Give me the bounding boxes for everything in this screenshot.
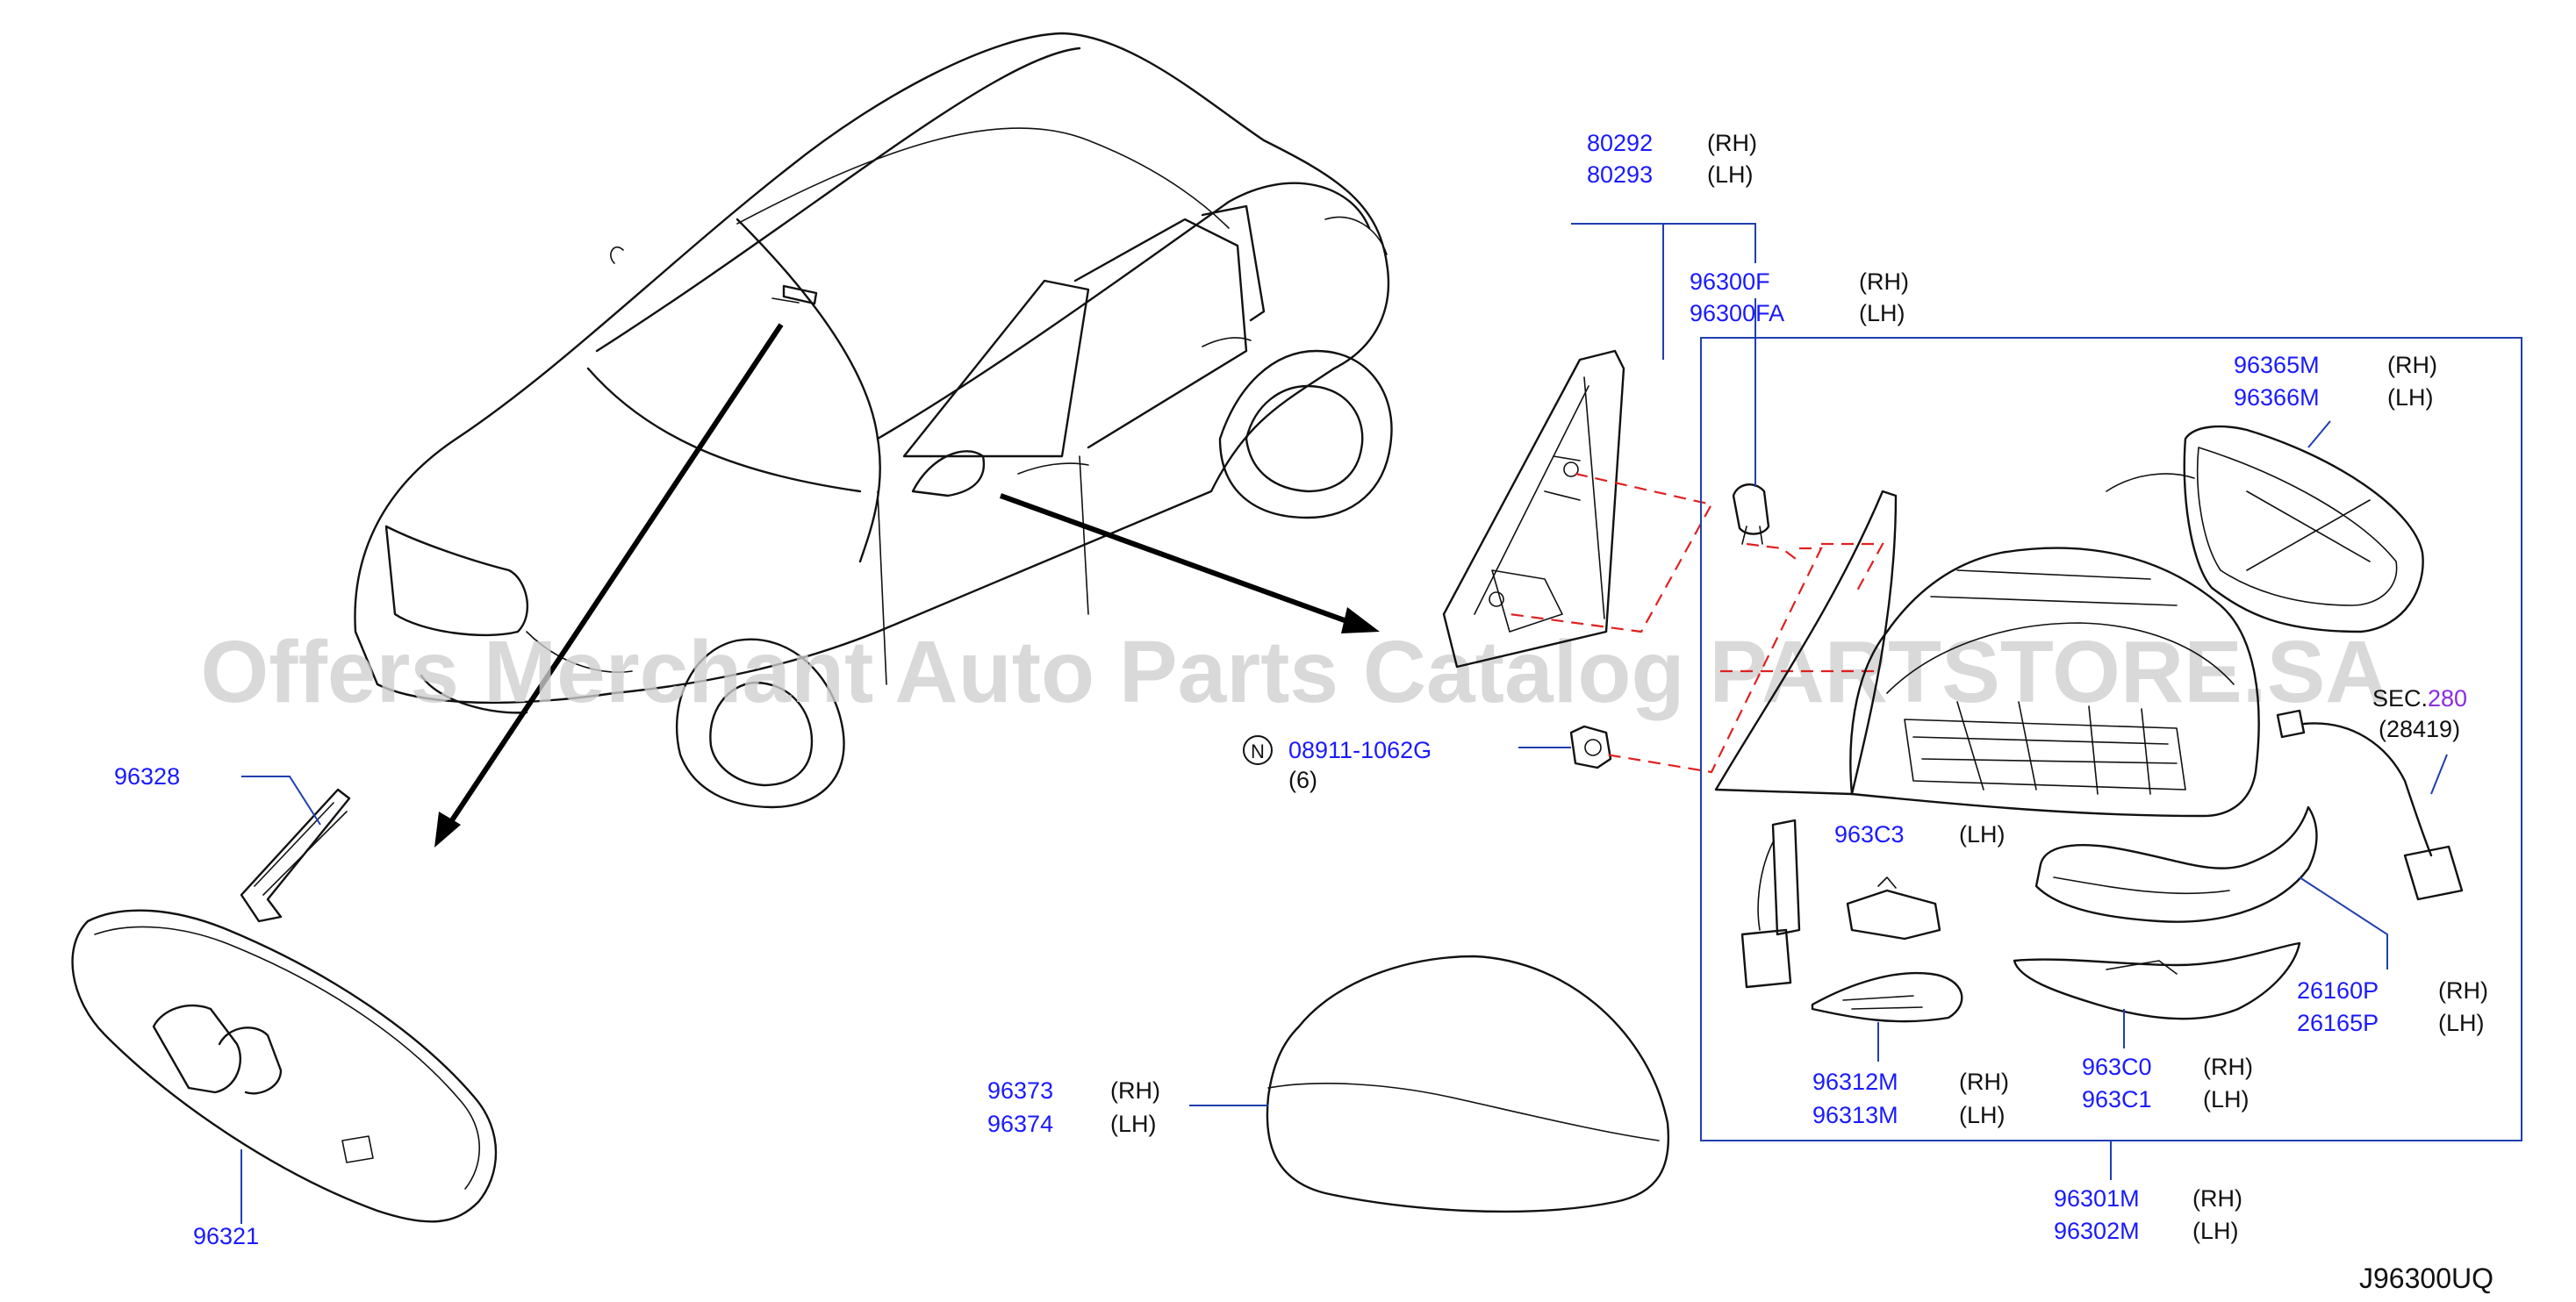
part-96321-rearview-mirror: 96321: [71, 909, 498, 1249]
callout-96313M-side: (LH): [1959, 1102, 2006, 1128]
callout-96301M-group: 96301M (RH) 96302M (LH): [2054, 1141, 2242, 1244]
callout-96312M-number[interactable]: 96312M: [1812, 1069, 1898, 1095]
callout-96300FA-side: (LH): [1859, 300, 1905, 326]
callout-96312M-side: (RH): [1959, 1069, 2009, 1095]
callout-96301M-number[interactable]: 96301M: [2054, 1185, 2140, 1212]
callout-96321-number[interactable]: 96321: [193, 1223, 259, 1249]
callout-96366M-number[interactable]: 96366M: [2234, 384, 2320, 411]
callout-26160P-number[interactable]: 26160P: [2297, 977, 2379, 1004]
part-96373-mirror-cover: 96373 (RH) 96374 (LH): [987, 955, 1670, 1213]
part-963C0-lower-finisher: 963C0 (RH) 963C1 (LH): [2013, 941, 2301, 1112]
callout-96373-side: (RH): [1110, 1077, 1160, 1104]
callout-26160P-side: (RH): [2438, 977, 2488, 1004]
callout-arrows: [434, 323, 1380, 848]
callout-80292-number[interactable]: 80292: [1587, 130, 1653, 156]
callout-96373-number[interactable]: 96373: [987, 1077, 1053, 1104]
callout-sec-prefix: SEC.: [2372, 685, 2428, 712]
callout-96328-number[interactable]: 96328: [114, 763, 180, 790]
assembly-guide-lines: [1509, 472, 1884, 774]
callout-08911-badge: N: [1251, 740, 1265, 762]
n-badge-circle: [1243, 735, 1273, 765]
callout-96374-number[interactable]: 96374: [987, 1111, 1053, 1137]
callout-96302M-side: (LH): [2192, 1218, 2239, 1244]
part-96300F-clip: 96300F (RH) 96300FA (LH): [1690, 268, 1909, 545]
part-96312M-lower-cover: 96312M (RH) 96313M (LH): [1811, 971, 2009, 1128]
part-963C3-lamp: 963C3 (LH): [1834, 821, 2006, 941]
part-26160P-turn-lamp: 26160P (RH) 26165P (LH): [2034, 805, 2488, 1036]
callout-26165P-side: (LH): [2438, 1010, 2485, 1036]
callout-96313M-number[interactable]: 96313M: [1812, 1102, 1898, 1128]
callout-sec-number[interactable]: 280: [2428, 685, 2467, 712]
part-96365M-mirror-glass: 96365M (RH) 96366M (LH): [2106, 352, 2437, 633]
callout-96366M-side: (LH): [2387, 384, 2434, 411]
watermark-text: Offers Merchant Auto Parts Catalog PARTS…: [201, 623, 2389, 721]
callout-96374-side: (LH): [1110, 1111, 1157, 1137]
part-96328-bracket: 96328: [114, 763, 351, 923]
callout-963C1-number[interactable]: 963C1: [2082, 1086, 2152, 1112]
callout-08911-qty: (6): [1288, 767, 1317, 793]
callout-963C0-side: (RH): [2203, 1054, 2253, 1080]
callout-80293-side: (LH): [1707, 161, 1754, 188]
callout-80292-side: (RH): [1707, 130, 1757, 156]
callout-08911-number[interactable]: 08911-1062G: [1288, 737, 1432, 763]
part-80292-corner-finisher: 80292 (RH) 80293 (LH): [1442, 130, 1757, 669]
callout-96300F-number[interactable]: 96300F: [1690, 268, 1770, 295]
callout-963C3-side: (LH): [1959, 821, 2006, 848]
callout-96365M-side: (RH): [2387, 352, 2437, 378]
callout-96300F-side: (RH): [1859, 268, 1909, 295]
callout-963C0-number[interactable]: 963C0: [2082, 1054, 2152, 1080]
callout-96300FA-number[interactable]: 96300FA: [1690, 300, 1784, 326]
callout-sec-sub: (28419): [2379, 716, 2460, 742]
part-96301M-mirror-housing: [1714, 490, 2260, 989]
part-08911-nut: N 08911-1062G (6): [1243, 725, 1612, 793]
diagram-code: J96300UQ: [2359, 1263, 2493, 1294]
callout-80293-number[interactable]: 80293: [1587, 161, 1653, 188]
callout-96301M-side: (RH): [2192, 1185, 2242, 1212]
callout-963C3-number[interactable]: 963C3: [1834, 821, 1905, 848]
callout-26165P-number[interactable]: 26165P: [2297, 1010, 2379, 1036]
callout-96302M-number[interactable]: 96302M: [2054, 1218, 2140, 1244]
part-harness-28419: SEC. 280 (28419): [2276, 685, 2467, 901]
callout-96365M-number[interactable]: 96365M: [2234, 352, 2320, 378]
callout-963C1-side: (LH): [2203, 1086, 2250, 1112]
